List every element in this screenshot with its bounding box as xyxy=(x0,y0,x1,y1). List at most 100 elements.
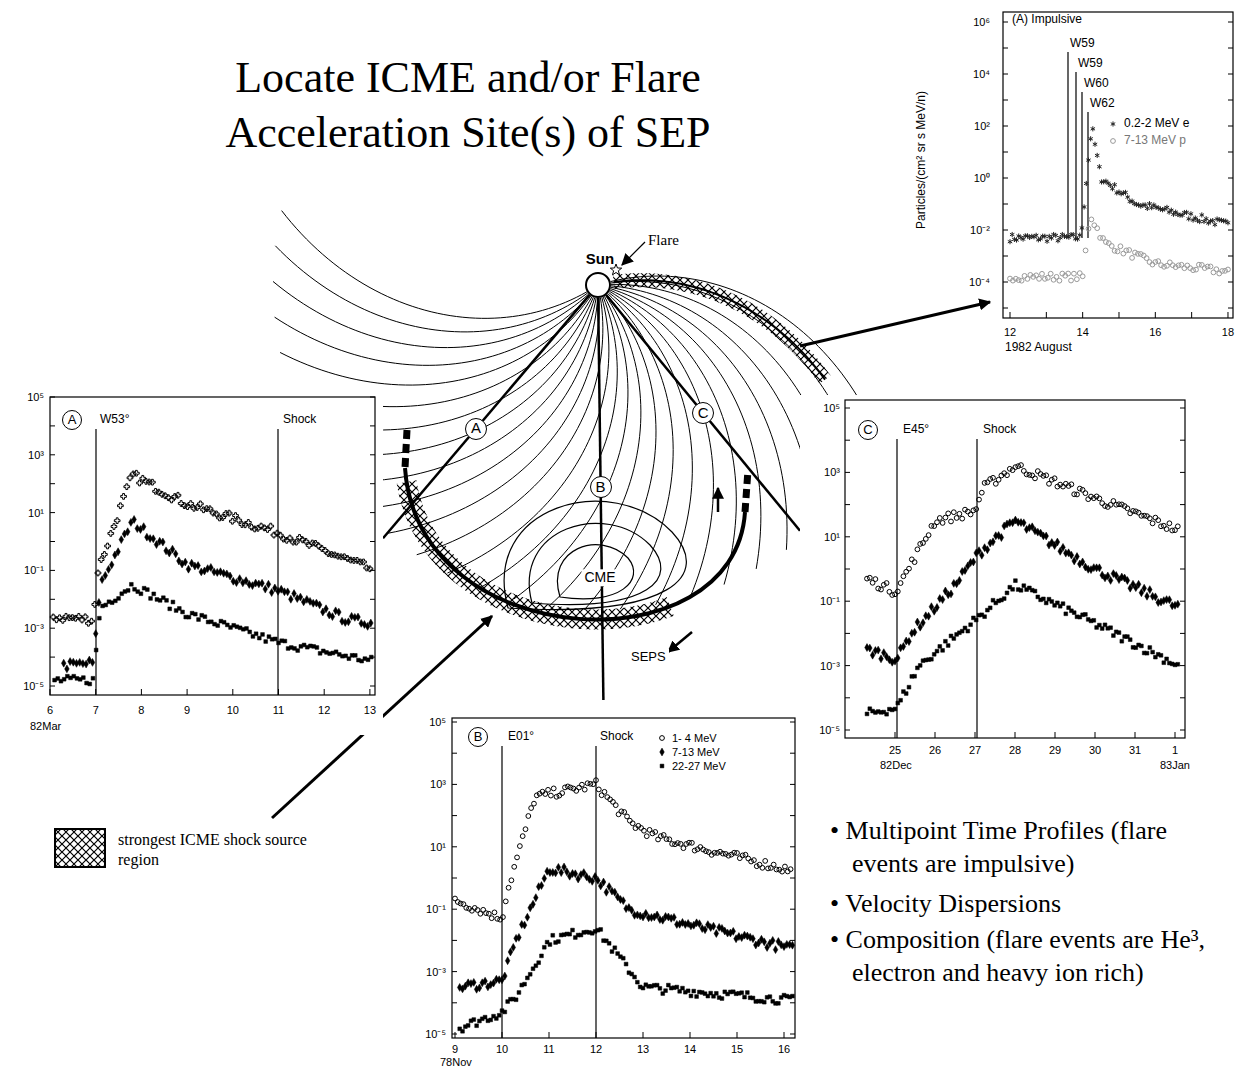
data-point xyxy=(868,644,873,652)
data-point xyxy=(969,623,973,627)
data-point xyxy=(907,566,912,571)
data-point xyxy=(228,572,233,580)
tick-label: 10⁶ xyxy=(973,16,990,28)
panel-label: 83Jan xyxy=(1160,759,1190,771)
data-point xyxy=(369,655,373,659)
data-point xyxy=(111,524,117,530)
data-point xyxy=(909,557,914,562)
data-point xyxy=(1057,278,1062,283)
data-point xyxy=(1045,239,1049,244)
data-point xyxy=(506,885,511,890)
data-point xyxy=(879,587,884,592)
data-point xyxy=(337,608,342,616)
data-point xyxy=(791,994,795,998)
data-point xyxy=(1013,276,1018,281)
panel-label: 7 xyxy=(93,704,99,716)
data-point xyxy=(1019,463,1024,468)
panel-label: 82Dec xyxy=(880,759,912,771)
event-line xyxy=(896,439,897,738)
axis-tick xyxy=(1003,282,1233,283)
data-point xyxy=(1083,491,1088,496)
data-point xyxy=(1030,473,1035,478)
data-point xyxy=(762,1000,766,1004)
field-line xyxy=(275,295,590,365)
data-point xyxy=(1127,248,1132,253)
data-point xyxy=(116,548,121,556)
data-point xyxy=(1005,591,1009,595)
data-point xyxy=(1092,618,1096,622)
data-point xyxy=(1136,580,1141,588)
panel-label: 13 xyxy=(364,704,376,716)
data-point xyxy=(353,653,357,657)
data-point xyxy=(604,888,609,896)
data-point xyxy=(481,907,486,912)
data-point xyxy=(1125,195,1129,200)
data-point xyxy=(1095,153,1099,158)
panel-label: 9 xyxy=(184,704,190,716)
axis-tick xyxy=(643,1032,644,1038)
data-point xyxy=(965,509,970,514)
data-point xyxy=(261,633,265,637)
data-point xyxy=(884,581,889,586)
axis-tick xyxy=(324,689,325,695)
data-point xyxy=(1153,593,1158,601)
tick-label: 10³ xyxy=(824,466,840,478)
plot-panel xyxy=(800,395,1232,777)
panel-label: W59 xyxy=(1078,57,1103,70)
data-point xyxy=(461,1029,465,1033)
axis-tick xyxy=(452,1002,795,1003)
data-point xyxy=(1145,206,1149,211)
panel-label: 10 xyxy=(227,704,239,716)
data-point xyxy=(95,570,101,576)
panel-label: 13 xyxy=(637,1043,649,1055)
data-point xyxy=(1035,469,1040,474)
tick-label: 10¹ xyxy=(430,841,446,853)
axis-tick xyxy=(50,541,375,542)
data-point xyxy=(557,940,561,944)
data-point xyxy=(1125,577,1130,585)
data-point xyxy=(667,837,672,842)
axis-tick xyxy=(549,1032,550,1038)
data-point xyxy=(913,674,917,678)
tick-label: 10¹ xyxy=(824,531,840,543)
data-point xyxy=(556,863,561,871)
data-point xyxy=(1176,600,1181,608)
axis-tick xyxy=(50,657,375,658)
data-point xyxy=(470,908,475,913)
axis-tick xyxy=(845,569,1185,570)
data-point xyxy=(269,589,274,597)
data-point xyxy=(105,543,111,549)
data-point xyxy=(602,789,607,794)
data-point xyxy=(957,576,962,584)
data-point xyxy=(503,899,508,904)
panel-label: E01° xyxy=(508,730,534,743)
axis-tick xyxy=(845,633,1185,634)
data-point xyxy=(731,927,736,935)
data-point xyxy=(621,956,625,960)
data-point xyxy=(582,787,587,792)
data-point xyxy=(1072,611,1076,615)
data-point xyxy=(1108,183,1112,188)
data-point xyxy=(61,659,66,667)
tick-label: 10⁵ xyxy=(823,402,840,414)
data-point xyxy=(1051,277,1056,282)
tick-label: 10⁴ xyxy=(973,68,990,80)
data-point xyxy=(486,911,491,916)
data-point xyxy=(1143,202,1147,207)
data-point xyxy=(1115,249,1120,254)
data-point xyxy=(1111,121,1115,126)
tick-label: 10⁻³ xyxy=(426,966,446,978)
data-point xyxy=(1080,558,1085,566)
data-point xyxy=(1150,521,1155,526)
data-point xyxy=(577,785,582,790)
data-point xyxy=(1054,233,1058,238)
data-point xyxy=(949,590,954,598)
data-point xyxy=(129,582,133,586)
data-point xyxy=(596,876,601,884)
data-point xyxy=(571,928,575,932)
panel-label: 82Mar xyxy=(30,720,61,732)
data-point xyxy=(229,518,235,524)
data-point xyxy=(949,519,954,524)
field-line xyxy=(514,296,628,599)
